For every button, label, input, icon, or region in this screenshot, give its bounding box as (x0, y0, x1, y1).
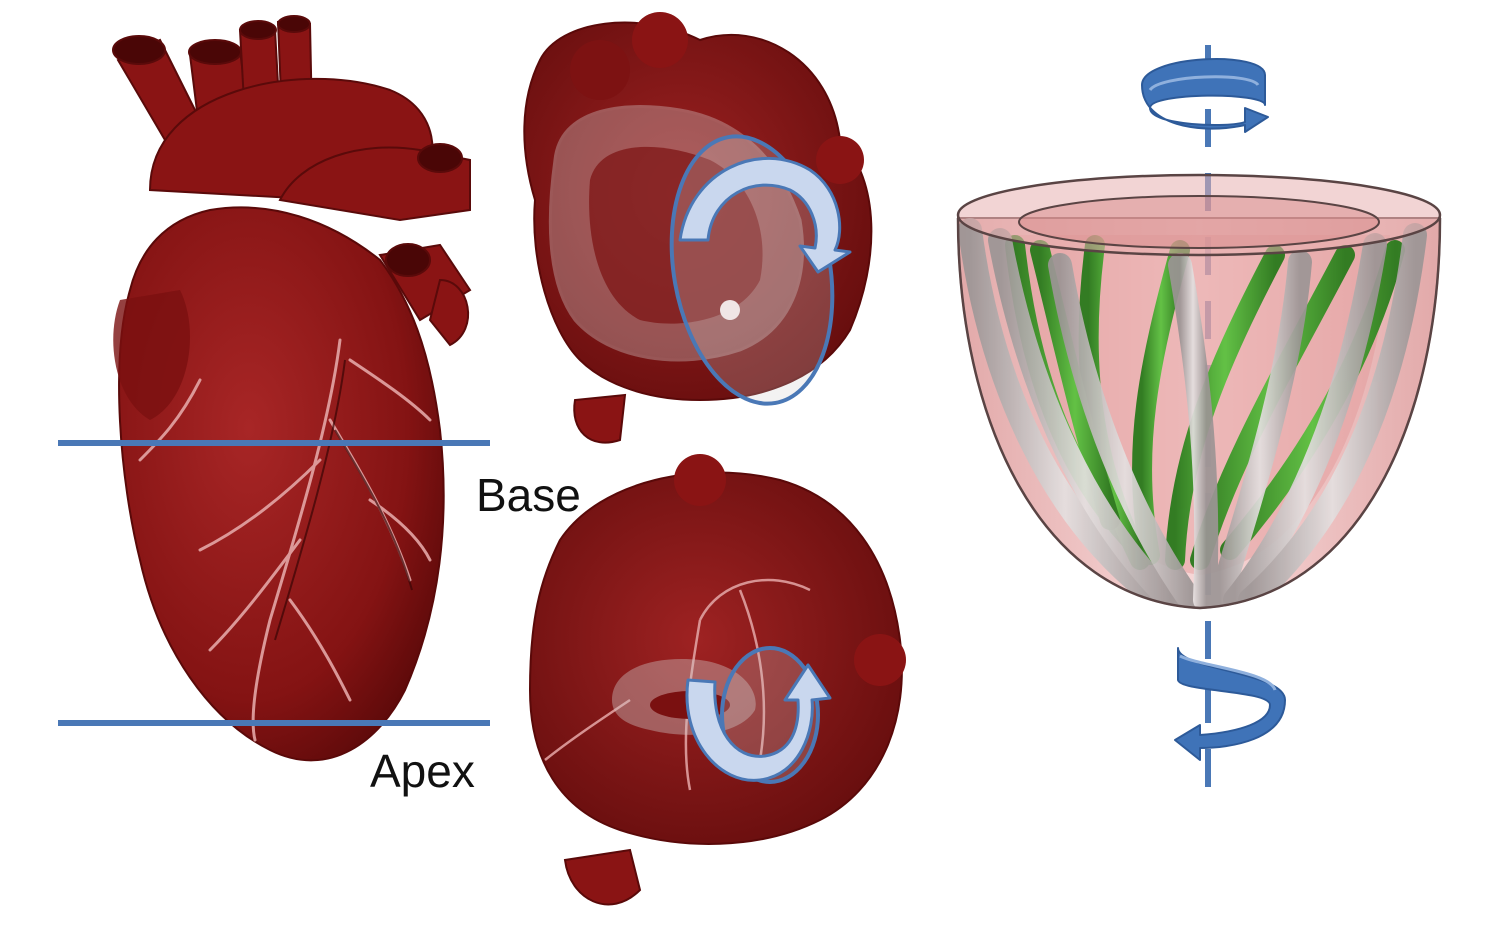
counterclockwise-arrow-icon (685, 663, 832, 782)
heart-body (118, 206, 445, 762)
curved-arrow-right-icon (1141, 57, 1269, 133)
grey-fibers (958, 218, 1427, 608)
curved-arrow-left-icon (1174, 647, 1286, 761)
anterior-heart (58, 15, 490, 762)
apex-label: Apex (370, 745, 475, 797)
apex-view-heart (528, 454, 906, 906)
cup-rim-inner (1018, 195, 1380, 249)
great-vessels (112, 15, 472, 347)
clockwise-arrow-icon (678, 156, 852, 274)
fiber-helix-model (956, 45, 1442, 805)
base-view-heart (523, 12, 873, 444)
base-label: Base (476, 469, 581, 521)
